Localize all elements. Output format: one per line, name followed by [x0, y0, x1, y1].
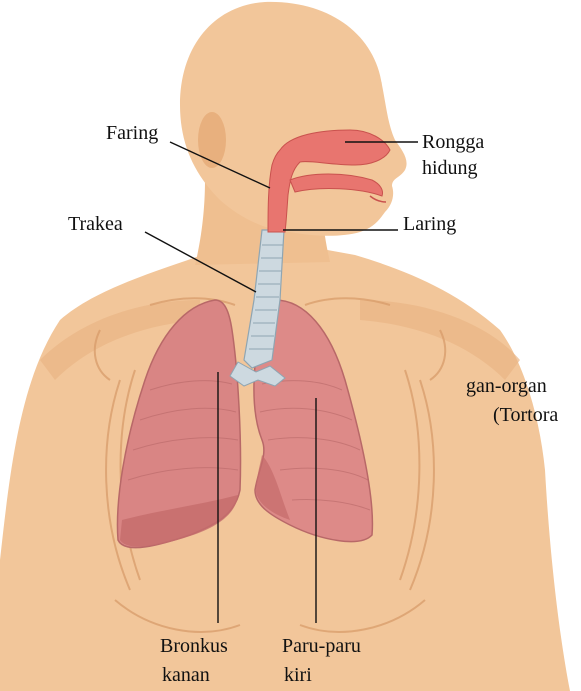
- label-bronkus-line2: kanan: [162, 664, 210, 686]
- label-laring: Laring: [403, 213, 456, 235]
- label-paru-paru-line1: Paru-paru: [282, 635, 361, 657]
- leader-faring: [170, 142, 270, 188]
- cutoff-caption-line2: (Tortora: [493, 404, 558, 426]
- label-trakea: Trakea: [68, 213, 123, 235]
- leader-trakea: [145, 232, 256, 292]
- cutoff-caption-line1: gan-organ: [466, 375, 547, 397]
- label-paru-paru-line2: kiri: [284, 664, 312, 686]
- label-faring: Faring: [106, 122, 158, 144]
- label-rongga-hidung-line1: Rongga: [422, 131, 484, 153]
- label-bronkus-line1: Bronkus: [160, 635, 228, 657]
- label-rongga-hidung-line2: hidung: [422, 157, 478, 179]
